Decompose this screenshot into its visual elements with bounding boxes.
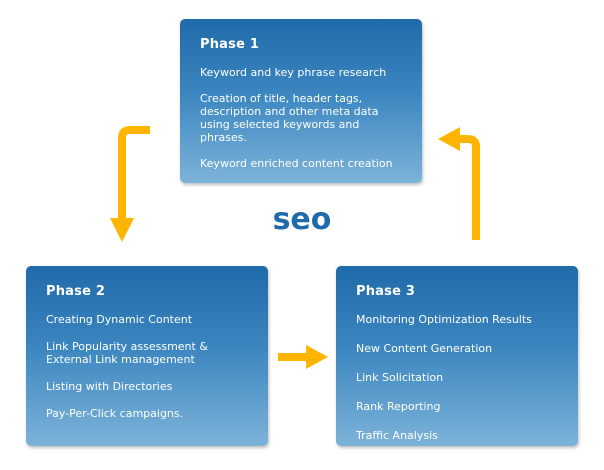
phase-3-item: Traffic Analysis	[356, 429, 438, 442]
phase-2-title: Phase 2	[46, 284, 106, 299]
phase-1-title: Phase 1	[200, 37, 260, 52]
phase-2-list: Creating Dynamic Content Link Popularity…	[46, 313, 250, 420]
phase-3-list: Monitoring Optimization Results New Cont…	[356, 313, 560, 442]
phase-2-item: Link Popularity assessment & External Li…	[46, 340, 208, 366]
phase-3-box: Phase 3 Monitoring Optimization Results …	[336, 266, 578, 446]
phase-3-item: Monitoring Optimization Results	[356, 313, 532, 326]
phase-2-item: Pay-Per-Click campaigns.	[46, 407, 184, 420]
phase-1-list: Keyword and key phrase research Creation…	[200, 66, 404, 170]
phase-3-title: Phase 3	[356, 284, 416, 299]
phase-1-box: Phase 1 Keyword and key phrase research …	[180, 19, 422, 183]
arrow-phase1-to-phase2	[110, 126, 150, 242]
phase-3-item: Link Solicitation	[356, 371, 444, 384]
phase-2-item: Listing with Directories	[46, 380, 173, 393]
phase-3-item: Rank Reporting	[356, 400, 441, 413]
phase-3-item: New Content Generation	[356, 342, 493, 355]
phase-2-item: Creating Dynamic Content	[46, 313, 193, 326]
phase-1-item: Keyword and key phrase research	[200, 66, 387, 79]
arrow-phase3-to-phase1	[438, 127, 480, 240]
phase-1-item: Keyword enriched content creation	[200, 157, 393, 170]
phase-2-box: Phase 2 Creating Dynamic Content Link Po…	[26, 266, 268, 446]
seo-label: seo	[272, 202, 332, 237]
phase-1-item: Creation of title, header tags, descript…	[200, 92, 379, 144]
arrow-phase2-to-phase3	[278, 345, 328, 369]
